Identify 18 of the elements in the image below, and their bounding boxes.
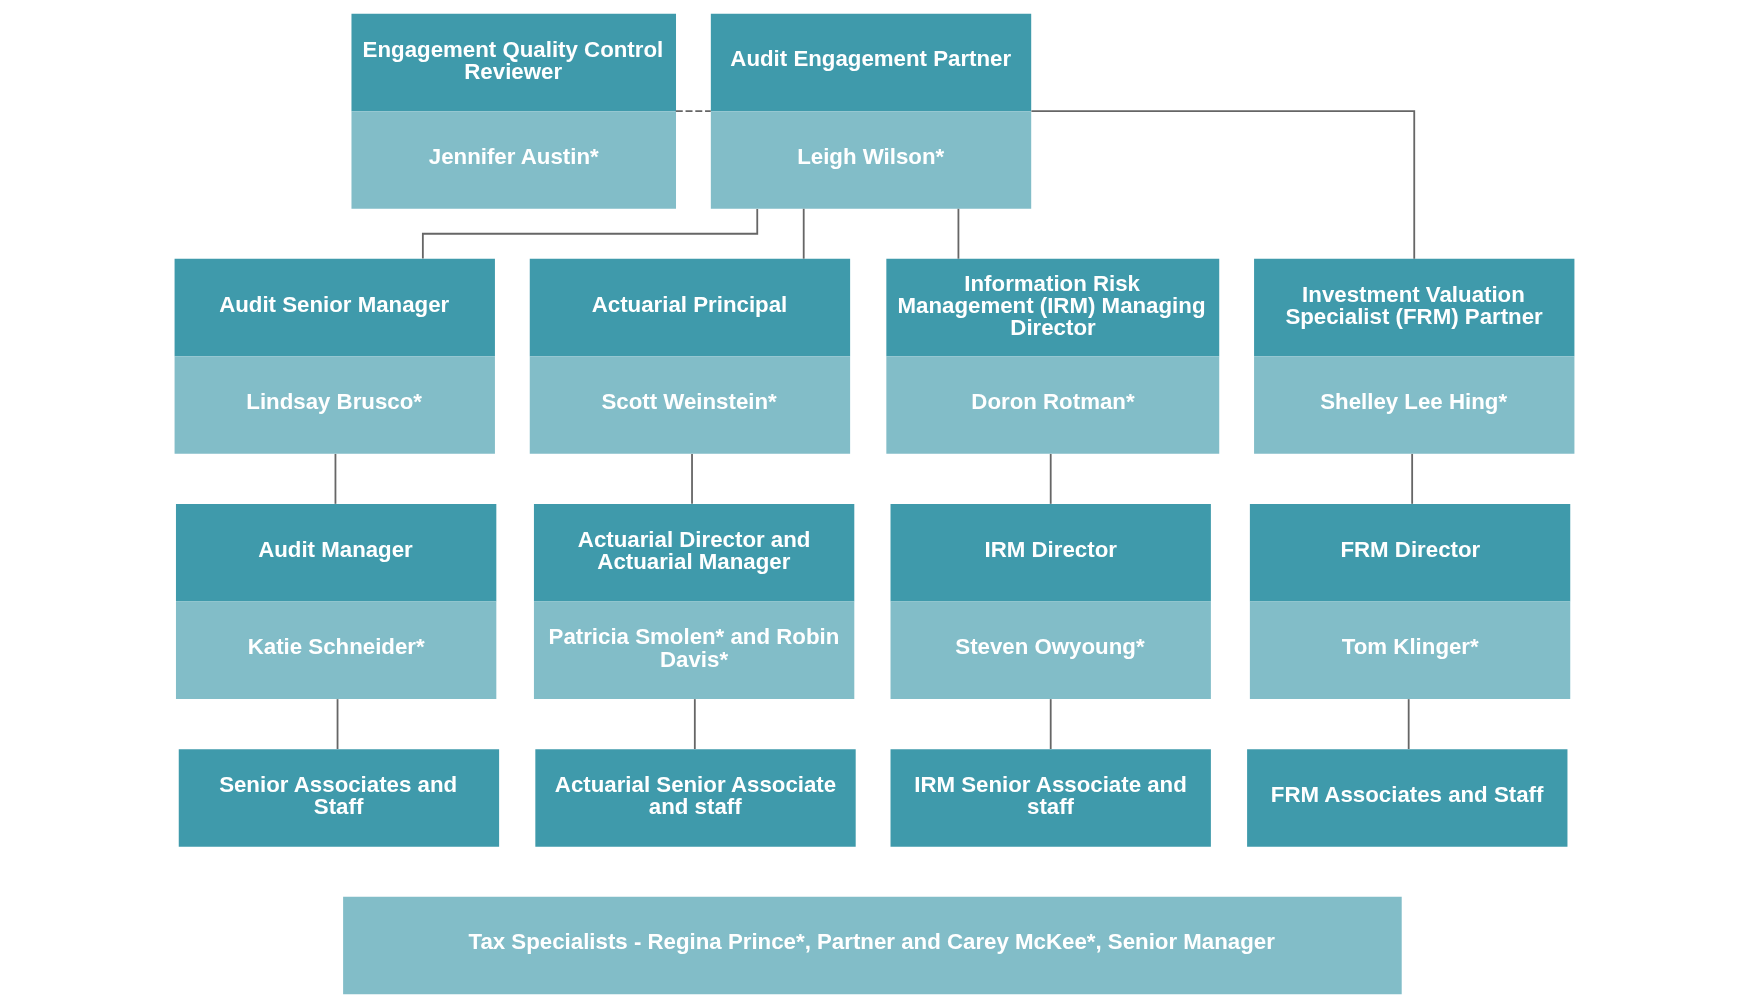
- connector: [336, 698, 338, 750]
- connector: [802, 207, 805, 260]
- connector: [1410, 453, 1413, 505]
- connector: [690, 453, 693, 505]
- node-box: IRM Senior Associate and staff: [890, 749, 1211, 847]
- connector: [693, 698, 696, 750]
- connector: [421, 208, 758, 260]
- node-box: FRM Associates and Staff: [1246, 749, 1567, 847]
- connector: [1049, 453, 1052, 505]
- connector: [957, 207, 959, 260]
- node-box: Senior Associates and Staff: [178, 749, 499, 847]
- connector: [1030, 110, 1415, 260]
- connector: [1407, 698, 1410, 750]
- connector: [1049, 698, 1052, 750]
- node-box: Tax Specialists - Regina Prince*, Partner and Carey McKee*, Senior Manager: [342, 896, 1402, 995]
- connector: [334, 453, 336, 505]
- connector: [674, 110, 712, 113]
- node-box: Actuarial Senior Associate and staff: [534, 749, 856, 847]
